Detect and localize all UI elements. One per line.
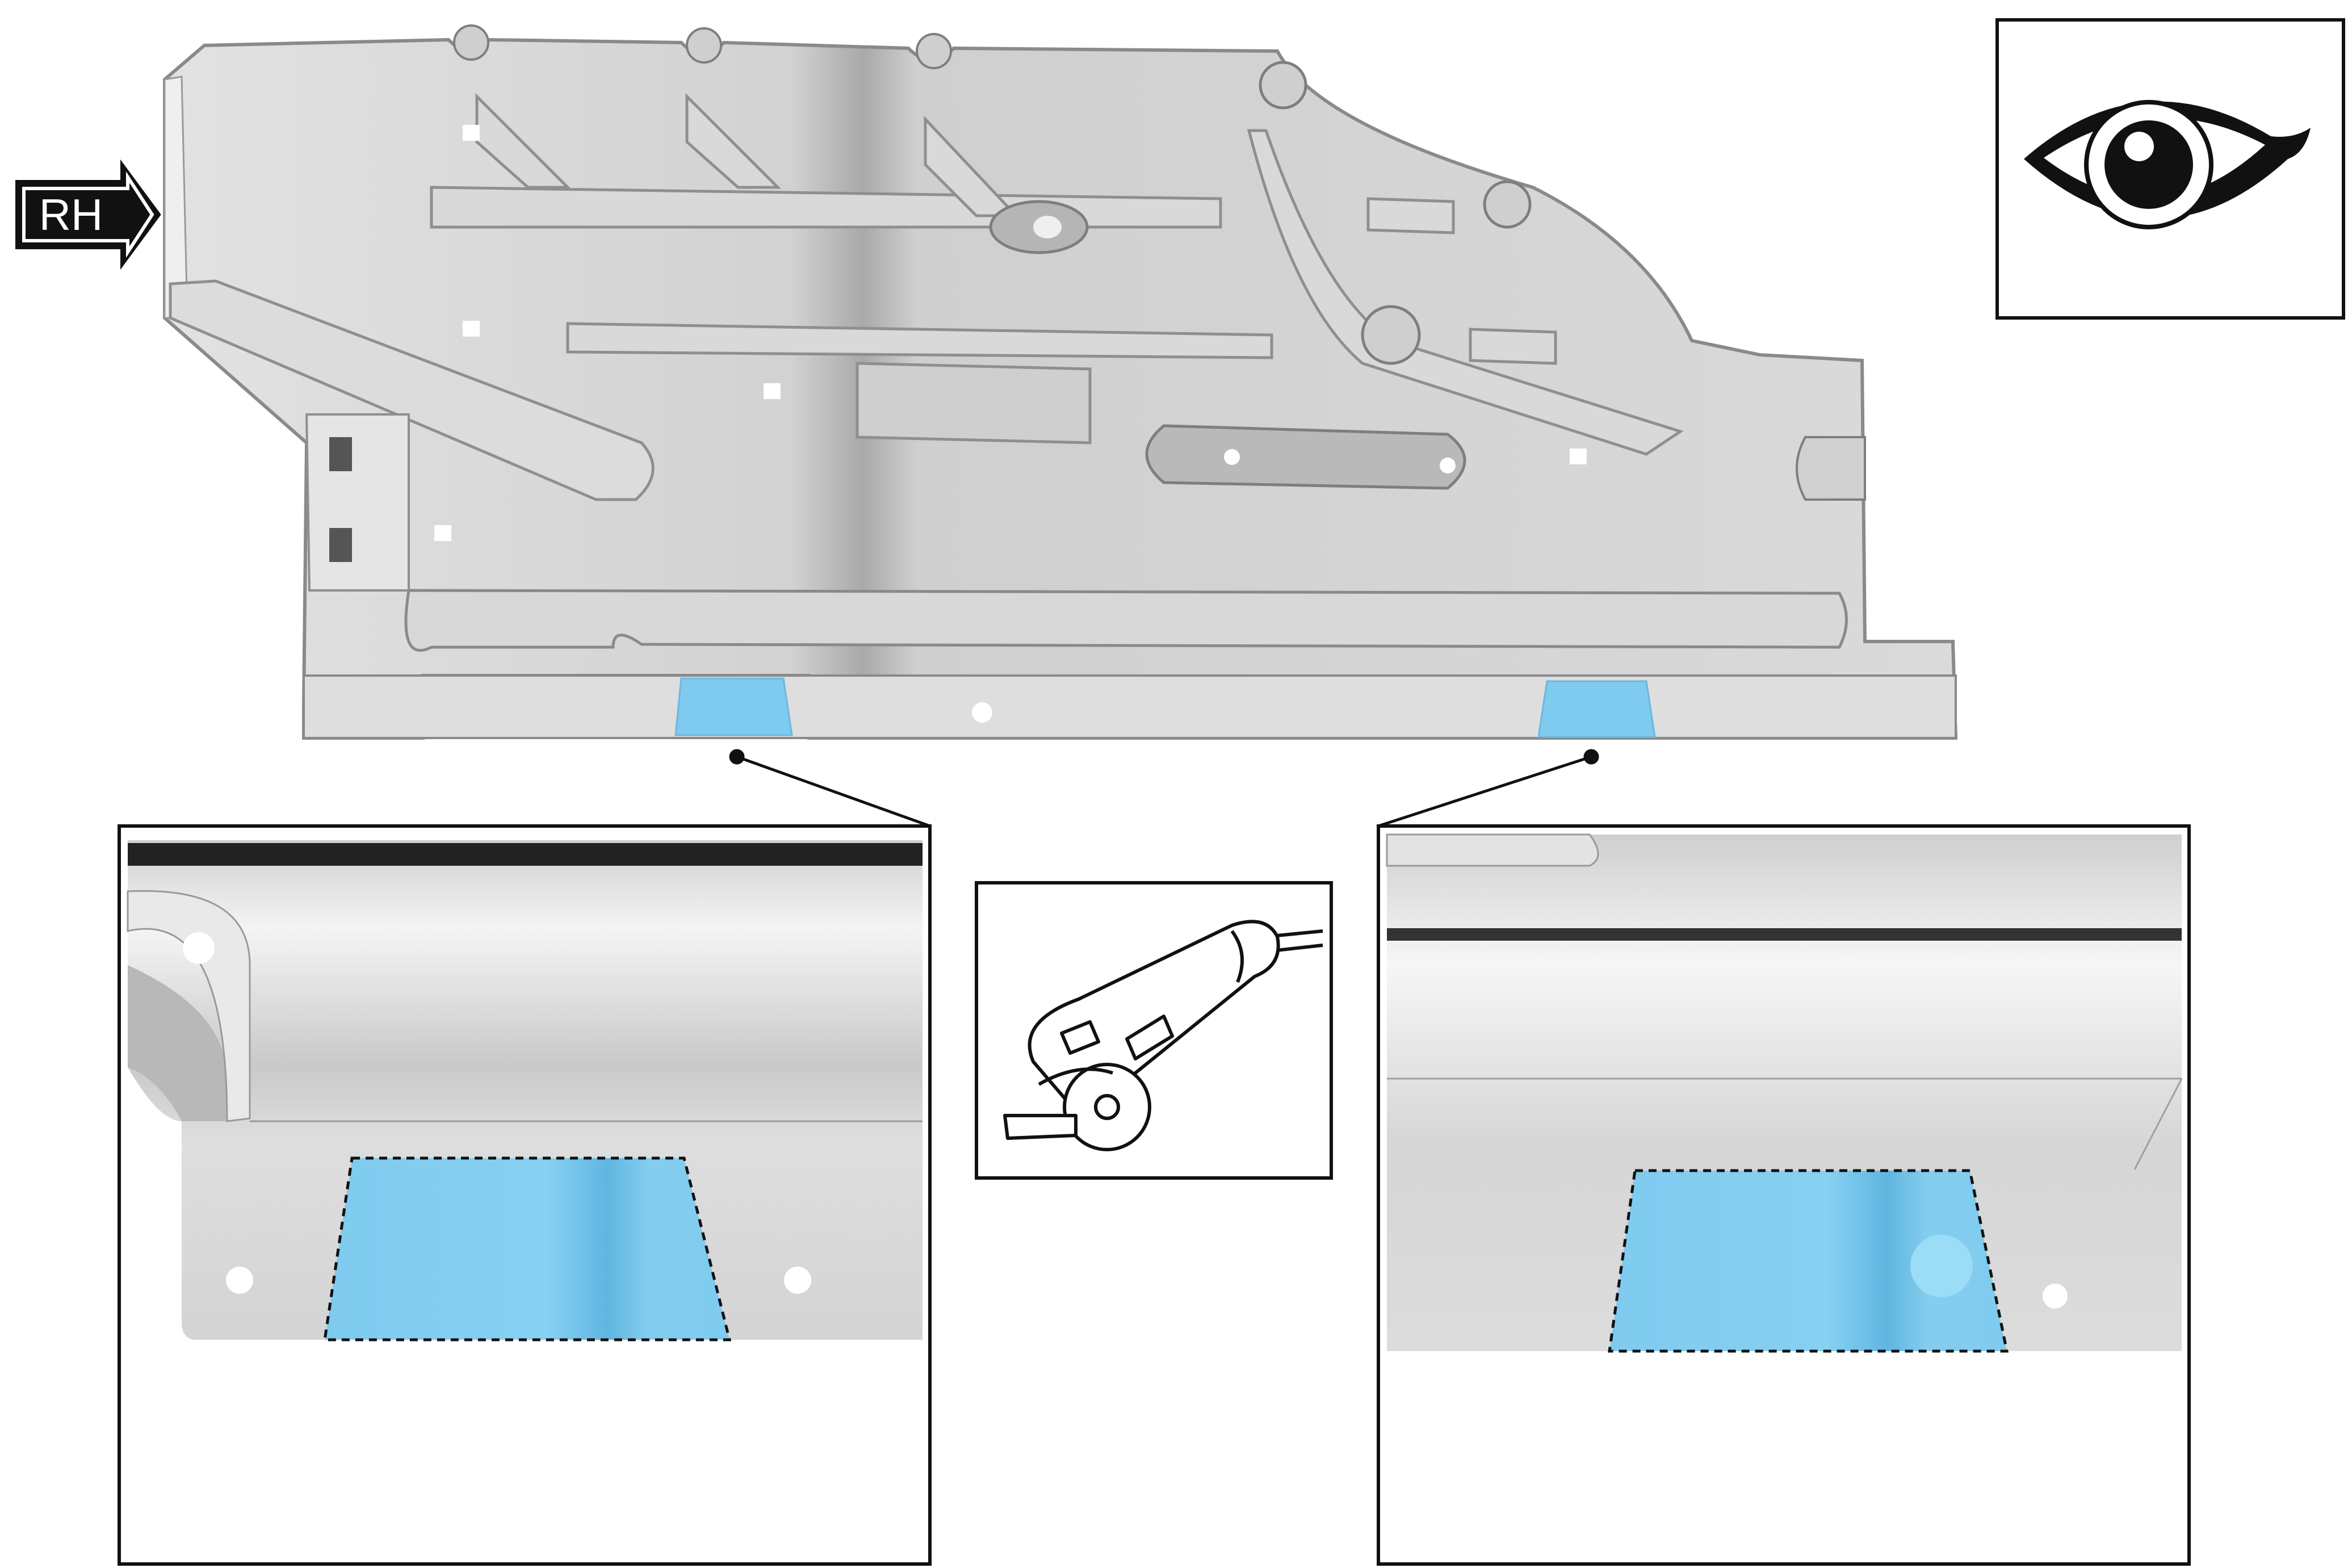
tool-box (975, 881, 1333, 1180)
direction-label: RH (39, 190, 103, 240)
body-panel (163, 24, 1958, 740)
sill-channel (404, 589, 1848, 652)
direction-badge: RH (15, 159, 161, 270)
cut-off-wheel-tool-icon (1003, 920, 1323, 1151)
cut-area-left-detail (323, 1156, 732, 1341)
cut-area-right (1537, 680, 1656, 738)
leader-lines (729, 749, 1599, 828)
cut-area-right-detail (1608, 1169, 2009, 1353)
detail-right-cut-area (1377, 824, 2191, 1566)
eye-icon (2024, 100, 2311, 229)
cut-area-left (674, 677, 793, 736)
detail-left-cut-area (118, 824, 932, 1566)
diagonal-brace (169, 279, 655, 501)
view-indicator-box (1995, 18, 2345, 320)
